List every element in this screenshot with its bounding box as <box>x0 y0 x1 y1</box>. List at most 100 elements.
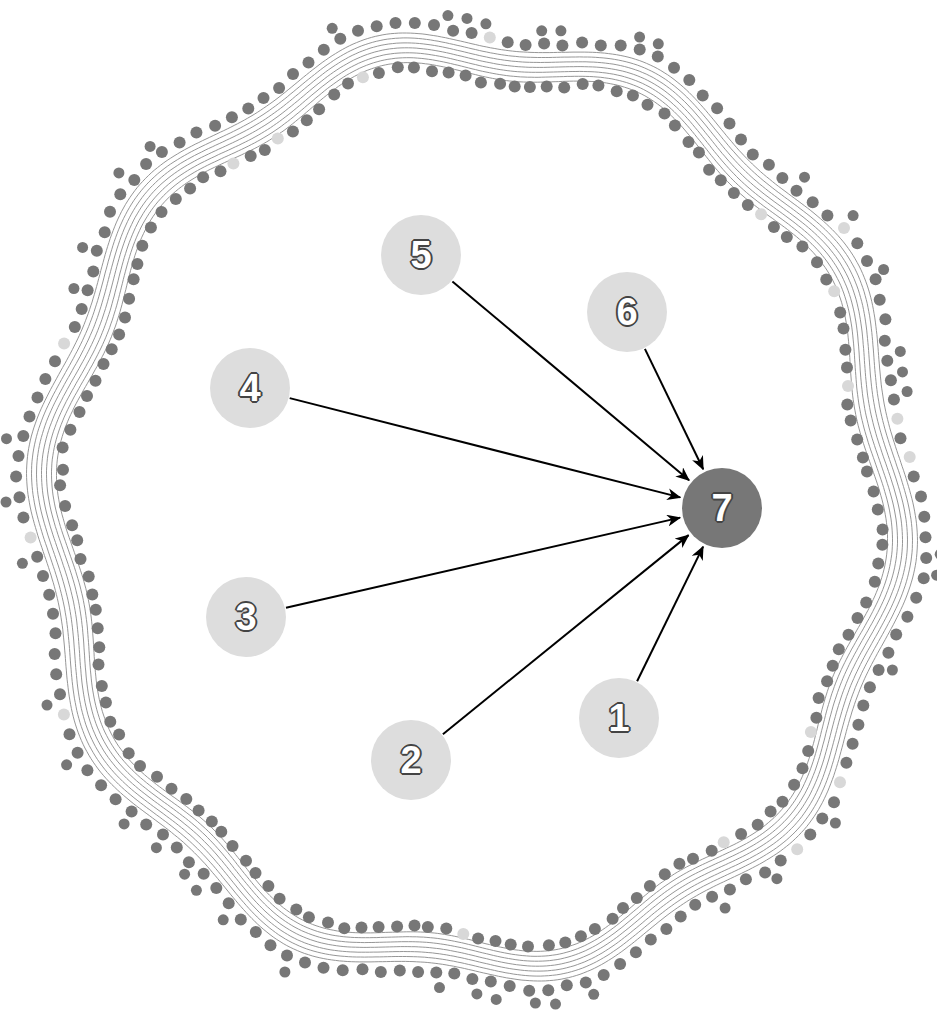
membrane-dot <box>215 165 227 177</box>
membrane-dot <box>342 78 354 90</box>
membrane-dot <box>166 783 178 795</box>
membrane-dot <box>64 424 76 436</box>
membrane-dot <box>768 221 780 233</box>
membrane-dot <box>706 891 718 903</box>
membrane-dot <box>821 210 833 222</box>
membrane-dot <box>706 845 718 857</box>
membrane-dot <box>530 998 541 1009</box>
membrane-dot <box>627 90 639 102</box>
membrane-dot <box>99 226 111 238</box>
membrane-dot <box>838 222 850 234</box>
membrane-dot <box>128 174 140 186</box>
membrane-dot <box>559 936 571 948</box>
membrane-dot <box>502 36 514 48</box>
membrane-dot <box>845 415 857 427</box>
membrane-dot <box>588 989 599 1000</box>
membrane-dot <box>119 818 130 829</box>
membrane-dot <box>223 897 235 909</box>
membrane-dot <box>683 74 695 86</box>
membrane-dot <box>134 760 146 772</box>
membrane-dot <box>576 37 588 49</box>
membrane-dot <box>409 919 421 931</box>
membrane-dot <box>422 921 434 933</box>
membrane-dot <box>1 497 12 508</box>
membrane-dot <box>128 273 140 285</box>
membrane-dot <box>273 82 285 94</box>
membrane-dot <box>457 928 469 940</box>
membrane-dot <box>357 71 369 83</box>
membrane-dot <box>791 185 803 197</box>
membrane-dot <box>630 946 642 958</box>
membrane-dot <box>174 136 186 148</box>
membrane-dot <box>227 840 239 852</box>
membrane-dot <box>96 680 108 692</box>
membrane-dot <box>645 934 657 946</box>
membrane-dot <box>390 17 402 29</box>
membrane-dot <box>265 939 277 951</box>
membrane-dot <box>17 558 28 569</box>
membrane-dot <box>881 355 893 367</box>
membrane-dot <box>556 39 568 51</box>
membrane-dot <box>61 759 72 770</box>
membrane-dot <box>876 539 888 551</box>
membrane-dot <box>848 210 859 221</box>
callout-number: 4 <box>239 369 260 407</box>
membrane-line <box>32 38 913 976</box>
arrow-connector <box>286 518 680 608</box>
membrane-dot <box>443 66 455 78</box>
membrane-dot <box>86 589 98 601</box>
membrane-line <box>42 48 903 966</box>
membrane-dot <box>145 141 156 152</box>
membrane-dot <box>841 399 853 411</box>
membrane-dot <box>81 390 93 402</box>
membrane-dot <box>735 134 747 146</box>
membrane-dot <box>81 764 93 776</box>
membrane-dot <box>920 531 932 543</box>
membrane-dot <box>577 78 589 90</box>
membrane-dot <box>776 172 788 184</box>
membrane-dot <box>765 806 777 818</box>
membrane-dot <box>140 158 152 170</box>
membrane-dot <box>82 284 94 296</box>
membrane-dot <box>687 853 699 865</box>
membrane-dot <box>484 31 496 43</box>
membrane-dot <box>796 241 808 253</box>
membrane-dot <box>728 187 740 199</box>
membrane-dot <box>113 167 124 178</box>
callout-number: 6 <box>616 293 637 331</box>
membrane-dot <box>874 294 886 306</box>
membrane-dot <box>394 965 406 977</box>
membrane-dot <box>113 728 125 740</box>
membrane-dot <box>802 745 814 757</box>
membrane-dot <box>226 111 238 123</box>
membrane-dot <box>821 675 833 687</box>
membrane-dot <box>156 146 168 158</box>
membrane-dot <box>77 242 88 253</box>
membrane-dot <box>49 648 61 660</box>
membrane-dot <box>742 199 754 211</box>
membrane-dot <box>140 818 152 830</box>
membrane-dot <box>885 374 897 386</box>
membrane-dot <box>935 549 937 560</box>
membrane-dot <box>156 206 168 218</box>
membrane-dot <box>617 902 629 914</box>
membrane-dot <box>43 589 55 601</box>
callout-number: 7 <box>711 489 732 527</box>
membrane-dot <box>607 913 619 925</box>
membrane-dot <box>522 941 534 953</box>
membrane-dot <box>589 923 601 935</box>
membrane-dot <box>64 728 76 740</box>
membrane-dot <box>392 61 404 73</box>
membrane-dot <box>505 939 517 951</box>
membrane-dot <box>337 964 349 976</box>
membrane-dot <box>816 813 828 825</box>
membrane-dot <box>104 716 116 728</box>
membrane-dot <box>440 923 452 935</box>
membrane-dot <box>693 147 705 159</box>
membrane-dot <box>538 38 550 50</box>
membrane-dot <box>151 771 163 783</box>
membrane-dot <box>872 504 884 516</box>
membrane-dot <box>17 430 29 442</box>
membrane-dot <box>820 273 832 285</box>
